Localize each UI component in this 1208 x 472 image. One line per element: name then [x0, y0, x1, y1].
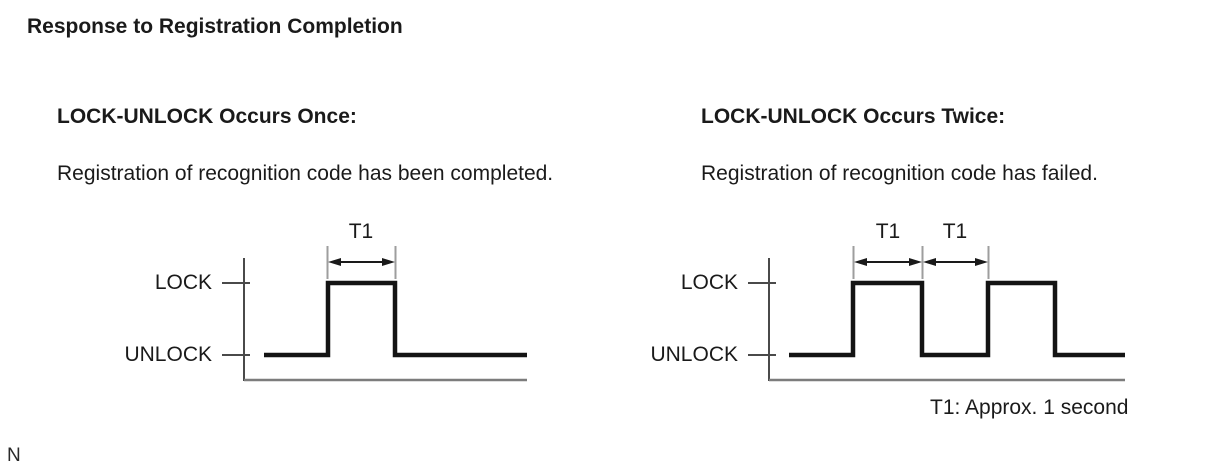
timing-note: T1: Approx. 1 second	[930, 396, 1129, 419]
arrowhead-right-icon	[382, 258, 395, 266]
unlock-level-label: UNLOCK	[650, 343, 738, 366]
arrowhead-right-icon	[975, 258, 988, 266]
waveform-line	[264, 280, 527, 358]
panel-once-heading: LOCK-UNLOCK Occurs Once:	[57, 105, 357, 128]
timing-diagram-twice	[748, 246, 1125, 382]
unlock-level-label: UNLOCK	[124, 343, 212, 366]
panel-once-description: Registration of recognition code has bee…	[57, 162, 554, 185]
t1-label: T1	[348, 220, 374, 243]
panel-twice-heading: LOCK-UNLOCK Occurs Twice:	[701, 105, 1006, 128]
timing-diagram-once	[222, 246, 527, 382]
page-title: Response to Registration Completion	[27, 15, 403, 38]
panel-twice-description: Registration of recognition code has fai…	[701, 162, 1098, 185]
arrowhead-right-icon	[909, 258, 922, 266]
t1-label: T1	[942, 220, 968, 243]
arrowhead-left-icon	[923, 258, 936, 266]
arrowhead-left-icon	[854, 258, 867, 266]
page-marker: N	[7, 445, 21, 466]
lock-level-label: LOCK	[680, 271, 738, 294]
t1-label: T1	[875, 220, 901, 243]
waveform-line	[789, 280, 1125, 358]
arrowhead-left-icon	[328, 258, 341, 266]
lock-level-label: LOCK	[154, 271, 212, 294]
